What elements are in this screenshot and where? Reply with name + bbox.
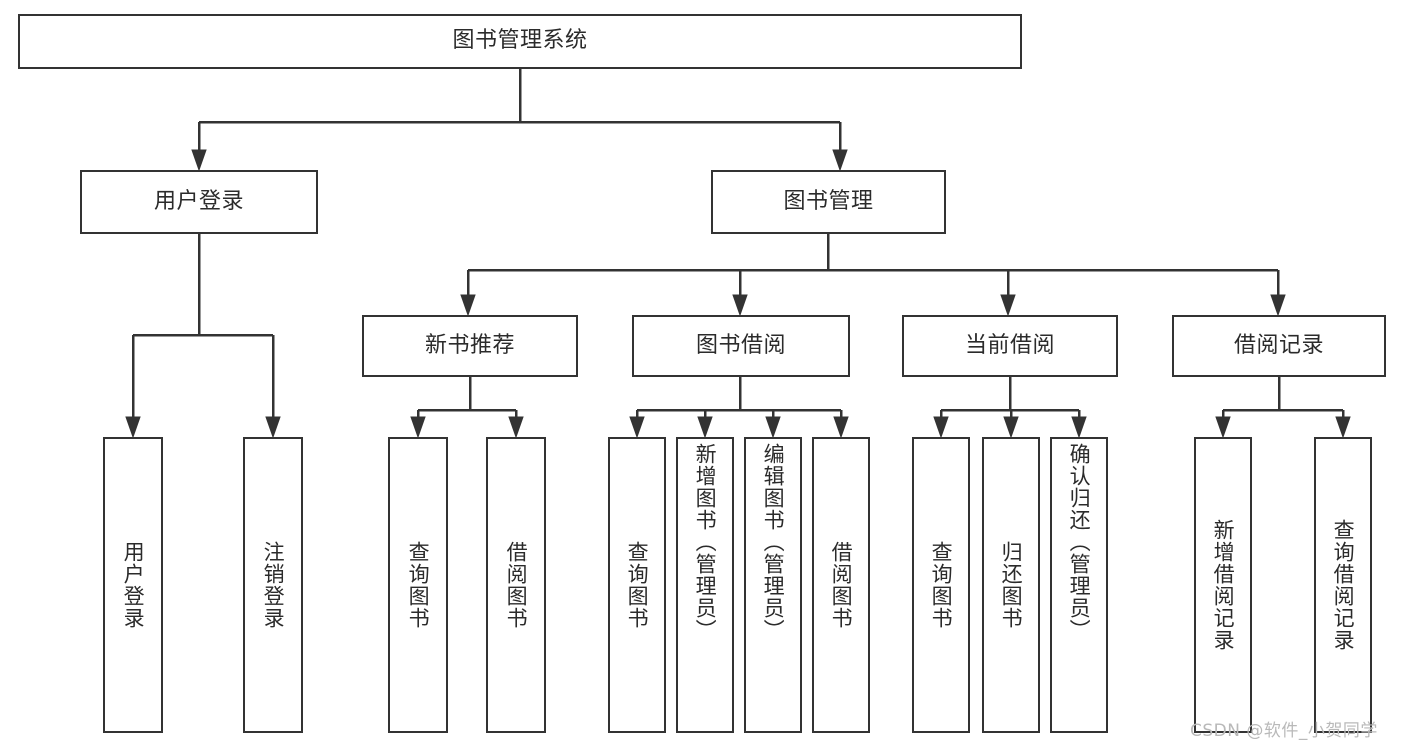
watermark-label: CSDN @软件_小贺同学 xyxy=(1190,721,1378,741)
node-label: 新增图书（管理员） xyxy=(693,443,718,641)
node-label: 查询图书 xyxy=(929,541,954,629)
leaf-node-leaf-logout[interactable]: 注销登录 xyxy=(243,437,303,733)
node-label: 查询图书 xyxy=(625,541,650,629)
node-label: 借阅图书 xyxy=(504,541,529,629)
leaf-node-leaf-add-book[interactable]: 新增图书（管理员） xyxy=(676,437,734,733)
node-label: 当前借阅 xyxy=(964,332,1055,358)
node-label: 用户登录 xyxy=(121,541,146,629)
node-label: 编辑图书（管理员） xyxy=(761,443,786,641)
leaf-node-leaf-query-book-2[interactable]: 查询图书 xyxy=(608,437,666,733)
leaf-node-leaf-query-book-3[interactable]: 查询图书 xyxy=(912,437,970,733)
arrow-book-management xyxy=(832,149,848,172)
arrow-current-borrow xyxy=(1000,294,1016,317)
level2-node-borrow-record[interactable]: 借阅记录 xyxy=(1172,315,1386,377)
leaf-node-leaf-add-record[interactable]: 新增借阅记录 xyxy=(1194,437,1252,733)
leaf-node-leaf-confirm-return[interactable]: 确认归还（管理员） xyxy=(1050,437,1108,733)
arrow-leaf-borrow-2 xyxy=(833,416,849,439)
leaf-node-leaf-borrow-book-1[interactable]: 借阅图书 xyxy=(486,437,546,733)
node-label: 图书管理 xyxy=(783,188,874,214)
level2-node-book-borrow[interactable]: 图书借阅 xyxy=(632,315,850,377)
leaf-node-leaf-borrow-book-2[interactable]: 借阅图书 xyxy=(812,437,870,733)
leaf-node-leaf-query-record[interactable]: 查询借阅记录 xyxy=(1314,437,1372,733)
node-label: 归还图书 xyxy=(999,541,1024,629)
arrow-leaf-borrow-1 xyxy=(508,416,524,439)
leaf-node-leaf-user-login[interactable]: 用户登录 xyxy=(103,437,163,733)
node-label: 查询图书 xyxy=(406,541,431,629)
node-label: 新书推荐 xyxy=(424,332,515,358)
node-label: 借阅记录 xyxy=(1233,332,1324,358)
arrow-leaf-add-book xyxy=(697,416,713,439)
arrow-leaf-return xyxy=(1003,416,1019,439)
node-label: 图书管理系统 xyxy=(452,28,588,54)
arrow-leaf-query-3 xyxy=(933,416,949,439)
leaf-node-leaf-return-book[interactable]: 归还图书 xyxy=(982,437,1040,733)
arrow-new-book xyxy=(460,294,476,317)
arrow-book-borrow xyxy=(732,294,748,317)
root-node-root[interactable]: 图书管理系统 xyxy=(18,14,1022,69)
level1-node-user-login[interactable]: 用户登录 xyxy=(80,170,318,234)
node-label: 确认归还（管理员） xyxy=(1067,443,1092,641)
node-label: 借阅图书 xyxy=(829,541,854,629)
node-label: 新增借阅记录 xyxy=(1211,519,1236,651)
arrow-leaf-query-record xyxy=(1335,416,1351,439)
arrow-borrow-record xyxy=(1270,294,1286,317)
node-label: 图书借阅 xyxy=(695,332,786,358)
level1-node-book-management[interactable]: 图书管理 xyxy=(711,170,946,234)
arrow-leaf-edit-book xyxy=(765,416,781,439)
node-label: 注销登录 xyxy=(261,541,286,629)
arrow-leaf-confirm xyxy=(1071,416,1087,439)
node-label: 查询借阅记录 xyxy=(1331,519,1356,651)
arrow-user-login xyxy=(191,149,207,172)
leaf-node-leaf-query-book-1[interactable]: 查询图书 xyxy=(388,437,448,733)
level2-node-new-book-recommend[interactable]: 新书推荐 xyxy=(362,315,578,377)
arrow-leaf-logout xyxy=(265,416,281,439)
arrow-leaf-query-1 xyxy=(410,416,426,439)
connector-arrowheads xyxy=(125,149,1351,439)
arrow-leaf-query-2 xyxy=(629,416,645,439)
arrow-leaf-add-record xyxy=(1215,416,1231,439)
arrow-leaf-user-login xyxy=(125,416,141,439)
level2-node-current-borrow[interactable]: 当前借阅 xyxy=(902,315,1118,377)
leaf-node-leaf-edit-book[interactable]: 编辑图书（管理员） xyxy=(744,437,802,733)
node-label: 用户登录 xyxy=(153,188,244,214)
